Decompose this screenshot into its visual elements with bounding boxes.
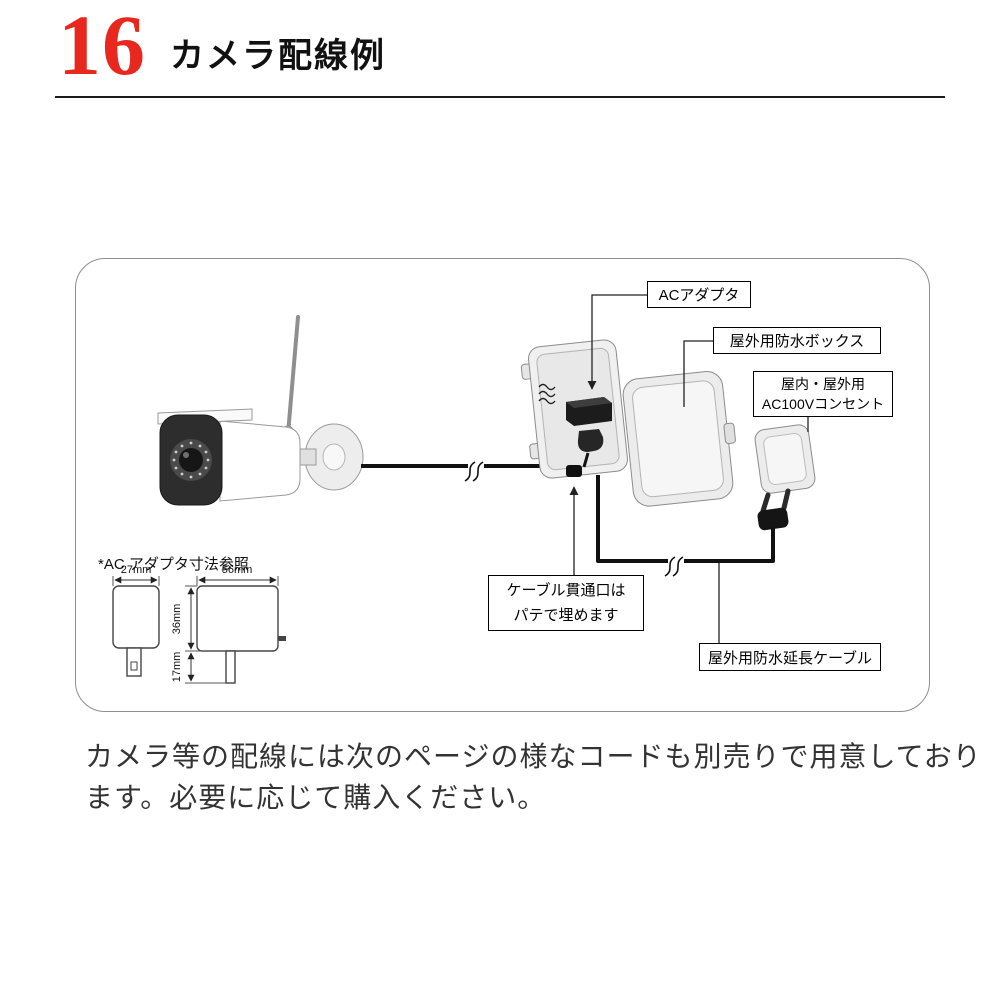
- extension-cable-illustration: [596, 475, 775, 577]
- footer-note-line1: カメラ等の配線には次のページの様なコードも別売りで用意しており: [85, 741, 982, 772]
- label-text: 屋外用防水ボックス: [729, 333, 865, 350]
- label-text-line2: AC100Vコンセント: [761, 396, 885, 412]
- wiring-diagram: *AC アダプタ寸法参照 27mm 56mm 36mm 17mm: [75, 258, 930, 712]
- adapter-dimension-inset: *AC アダプタ寸法参照 27mm 56mm 36mm 17mm: [98, 556, 286, 684]
- dim-front-width: 27mm: [121, 564, 152, 576]
- label-extension-cable: 屋外用防水延長ケーブル: [699, 643, 881, 671]
- page-title: カメラ配線例: [170, 37, 386, 76]
- label-outlet: 屋内・屋外用 AC100Vコンセント: [753, 371, 893, 417]
- power-plug-illustration: [754, 424, 816, 531]
- vent-marks: [538, 383, 556, 405]
- label-text: 屋外用防水延長ケーブル: [707, 649, 873, 667]
- cable-grommet: [566, 465, 582, 477]
- inset-title: *AC アダプタ寸法参照: [98, 556, 249, 573]
- page-header: 16 カメラ配線例: [58, 0, 386, 93]
- dim-blade-height: 17mm: [171, 652, 183, 683]
- diagram-canvas: *AC アダプタ寸法参照 27mm 56mm 36mm 17mm: [98, 294, 816, 684]
- adapter-plug: [577, 429, 604, 452]
- footer-note-line2: ます。必要に応じて購入ください。: [85, 782, 547, 813]
- header-divider: [55, 96, 945, 98]
- dim-side-width: 56mm: [222, 564, 253, 576]
- plug-prong: [781, 488, 791, 511]
- cable-break-mark: [464, 461, 476, 482]
- label-waterproof-box: 屋外用防水ボックス: [713, 327, 881, 354]
- label-cable-hole: ケーブル貫通口は パテで埋めます: [488, 575, 644, 631]
- cable-socket: [757, 507, 789, 531]
- cable-break-mark: [664, 556, 676, 577]
- label-text-line1: ケーブル貫通口は: [506, 582, 626, 599]
- camera-cable: [361, 452, 542, 482]
- footer-note: カメラ等の配線には次のページの様なコードも別売りで用意しており ます。必要に応じ…: [85, 736, 982, 818]
- label-text-line2: パテで埋めます: [513, 607, 619, 624]
- camera-illustration: [157, 315, 364, 506]
- camera-antenna: [286, 315, 300, 436]
- waterproof-box-illustration: [520, 339, 736, 507]
- label-ac-adapter: ACアダプタ: [647, 281, 751, 308]
- label-text-line1: 屋内・屋外用: [781, 376, 865, 392]
- plug-prong: [760, 492, 771, 514]
- leader-lines: [569, 294, 809, 643]
- page-number: 16: [58, 0, 146, 93]
- label-text: ACアダプタ: [658, 287, 740, 304]
- ir-led-ring: [172, 441, 210, 479]
- box-lid: [622, 370, 736, 507]
- dim-side-height: 36mm: [171, 604, 183, 635]
